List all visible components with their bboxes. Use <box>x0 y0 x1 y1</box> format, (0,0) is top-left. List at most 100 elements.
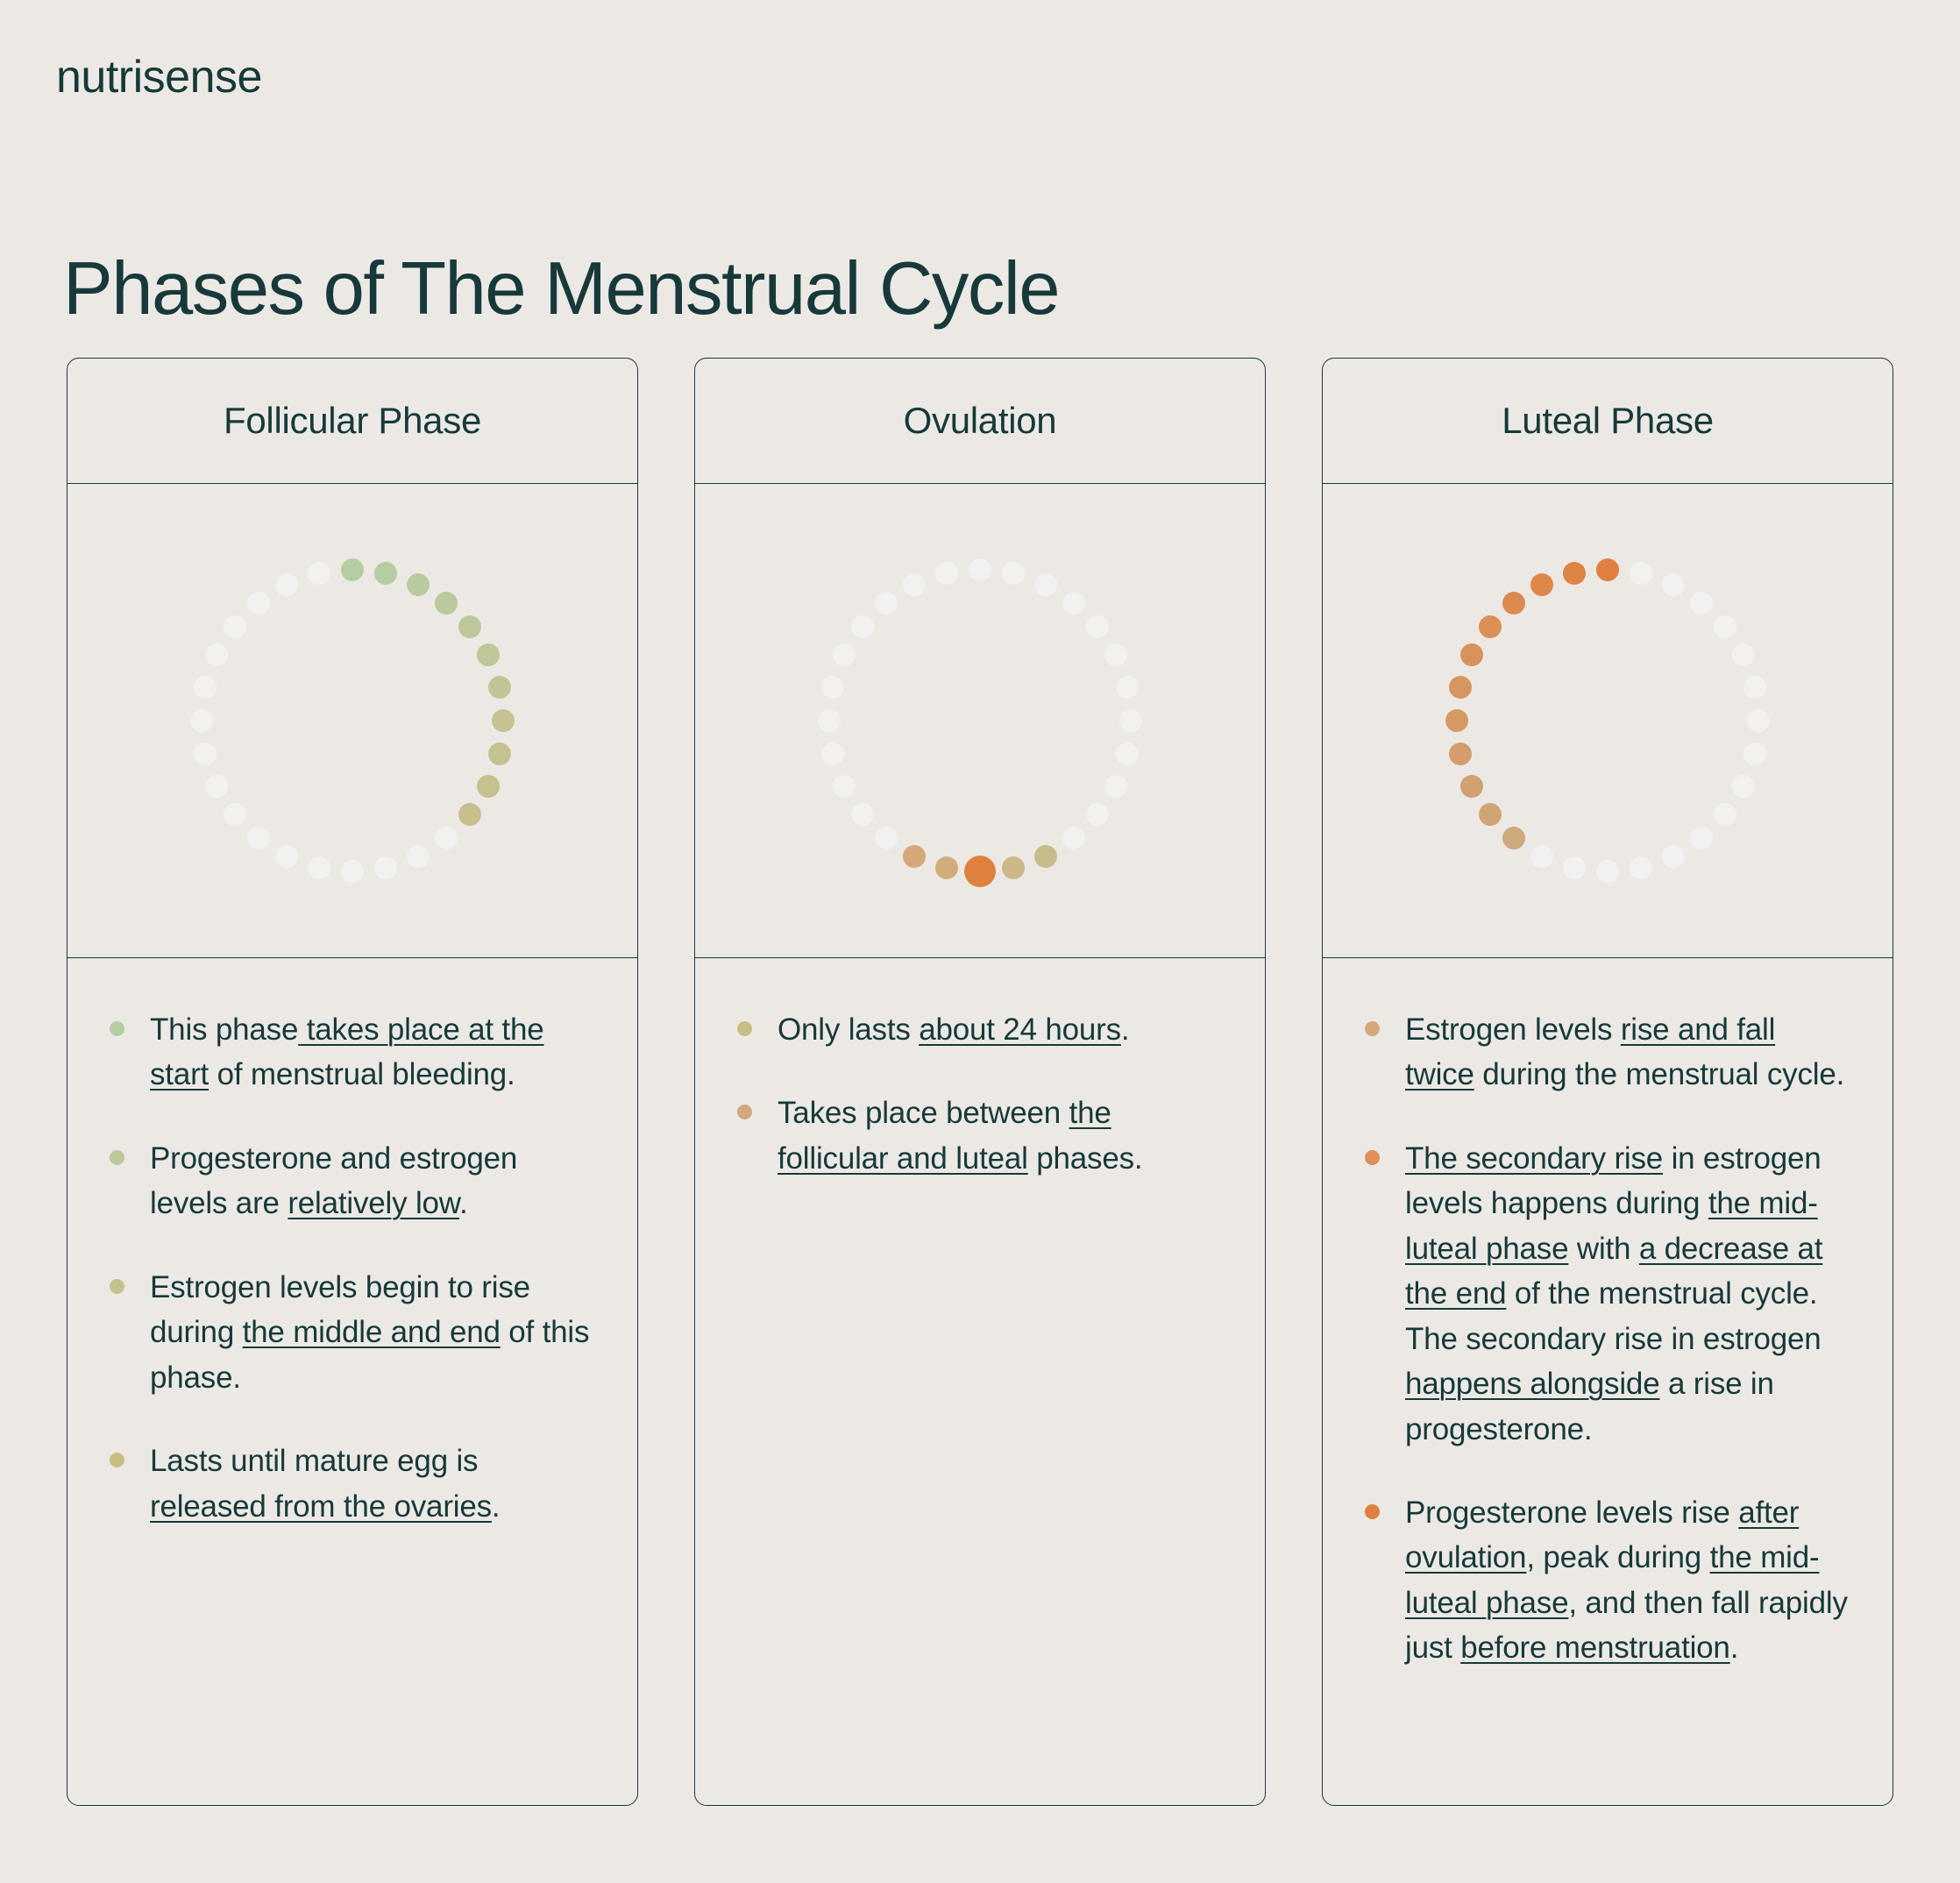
cycle-dot-inactive <box>205 774 229 798</box>
bullet-text: of menstrual bleeding. <box>209 1057 515 1092</box>
cycle-dot-inactive <box>190 709 213 732</box>
cycle-dot-inactive <box>850 803 874 827</box>
cycle-dot-inactive <box>406 844 430 868</box>
bullet-emphasis: happens alongside <box>1405 1367 1660 1402</box>
cycle-dot-inactive <box>307 856 330 879</box>
cycle-dot-inactive <box>435 827 458 850</box>
bullet-text: Progesterone and estrogen levels are <box>150 1140 518 1221</box>
cycle-dot-inactive <box>1690 827 1714 850</box>
cycle-dot-inactive <box>1086 615 1110 638</box>
bullet-text: of the menstrual cycle. The secondary ri… <box>1405 1276 1822 1356</box>
bullet-text: , and then fall rapidly just <box>1405 1585 1848 1666</box>
cycle-dot-active <box>406 573 430 597</box>
bullet-item: The secondary rise in estrogen levels ha… <box>1363 1136 1852 1452</box>
bullet-dot-icon <box>737 1105 752 1120</box>
cycle-dot-inactive <box>1743 743 1766 766</box>
cycle-dot-inactive <box>1104 643 1127 667</box>
bullet-text: This phase <box>150 1013 299 1047</box>
cycle-dot-inactive <box>205 643 229 667</box>
page-title: Phases of The Menstrual Cycle <box>63 246 1061 330</box>
cycle-dot-inactive <box>874 591 898 615</box>
bullet-list: Estrogen levels rise and fall twice duri… <box>1363 1007 1852 1671</box>
bullet-item: Progesterone levels rise after ovulation… <box>1363 1490 1852 1671</box>
cycle-dot-inactive <box>934 562 958 586</box>
bullet-text: Progesterone levels rise <box>1405 1495 1739 1530</box>
cycle-ring-graphic <box>1432 545 1783 896</box>
bullet-emphasis: the mid-luteal phase <box>1405 1186 1818 1266</box>
bullet-emphasis: a decrease at the end <box>1405 1231 1823 1311</box>
cycle-dot-inactive <box>969 558 991 581</box>
cycle-dot-inactive <box>223 615 246 638</box>
cycle-dot-inactive <box>1086 803 1110 827</box>
cycle-dot-inactive <box>1104 774 1127 798</box>
bullet-dot-icon <box>110 1278 124 1294</box>
cycle-dot-active <box>487 743 511 766</box>
cycle-dot-active <box>1445 709 1468 732</box>
cycle-dot-active <box>476 643 500 667</box>
card-header-follicular: Follicular Phase <box>67 359 637 484</box>
cycle-dot-active <box>458 803 482 827</box>
cycle-dot-inactive <box>194 675 217 699</box>
bullet-text: in estrogen levels happens during <box>1405 1140 1822 1221</box>
cycle-dot-active <box>1596 558 1619 581</box>
cycle-dot-inactive <box>1033 573 1057 597</box>
card-title: Luteal Phase <box>1502 400 1714 441</box>
cycle-dot-active <box>492 709 515 732</box>
cycle-dot-active <box>1478 615 1502 638</box>
bullet-emphasis: the follicular and luteal <box>778 1096 1111 1176</box>
cycle-dot-active <box>1033 844 1057 868</box>
bullet-text: phases. <box>1027 1140 1143 1176</box>
cycle-dot-active <box>1460 643 1484 667</box>
cycle-dot-inactive <box>1002 562 1026 586</box>
cycle-dot-active <box>435 591 458 615</box>
cycle-dot-active <box>476 774 500 798</box>
cycle-dot-inactive <box>1630 562 1653 586</box>
cycle-dot-active <box>1530 573 1554 597</box>
card-body-ovulation: Only lasts about 24 hours.Takes place be… <box>695 958 1265 1805</box>
cycle-dot-inactive <box>833 643 856 667</box>
bullet-dot-icon <box>110 1149 124 1165</box>
cycle-dot-inactive <box>246 591 270 615</box>
cycle-ring-graphic <box>805 545 1155 896</box>
cycle-dot-inactive <box>1062 827 1086 850</box>
bullet-dot-icon <box>110 1021 124 1036</box>
cycle-dot-active <box>458 615 482 638</box>
cycle-dot-inactive <box>246 827 270 850</box>
bullet-text: Estrogen levels begin to rise during <box>150 1269 530 1350</box>
cycle-dot-active <box>1449 675 1473 699</box>
card-header-luteal: Luteal Phase <box>1323 359 1893 484</box>
cycle-dot-active <box>1502 827 1525 850</box>
bullet-emphasis: the middle and end <box>242 1315 501 1350</box>
cycle-dot-inactive <box>1714 803 1737 827</box>
cycle-dot-inactive <box>1630 856 1653 879</box>
cycle-dot-inactive <box>223 803 246 827</box>
bullet-item: Estrogen levels begin to rise during the… <box>108 1265 597 1400</box>
bullet-list: This phase takes place at the start of m… <box>108 1007 597 1529</box>
bullet-item: Progesterone and estrogen levels are rel… <box>108 1136 597 1226</box>
cycle-dot-active <box>374 562 398 586</box>
cycle-dot-active <box>341 558 364 581</box>
card-graphic-follicular <box>67 484 637 958</box>
cycle-dot-inactive <box>194 743 217 766</box>
card-header-ovulation: Ovulation <box>695 359 1265 484</box>
card-body-follicular: This phase takes place at the start of m… <box>67 958 637 1805</box>
cycle-dot-active <box>934 856 958 879</box>
card-graphic-ovulation <box>695 484 1265 958</box>
cycle-dot-inactive <box>818 709 841 732</box>
cycle-dot-inactive <box>850 615 874 638</box>
bullet-emphasis: rise and fall twice <box>1405 1013 1776 1092</box>
cycle-dot-active <box>1449 743 1473 766</box>
cycle-dot-inactive <box>1731 643 1755 667</box>
bullet-list: Only lasts about 24 hours.Takes place be… <box>735 1007 1225 1181</box>
bullet-emphasis: the mid-luteal phase <box>1405 1540 1820 1620</box>
bullet-dot-icon <box>1365 1503 1380 1519</box>
bullet-dot-icon <box>1365 1021 1380 1036</box>
cycle-dot-active <box>903 844 927 868</box>
cycle-dot-inactive <box>874 827 898 850</box>
bullet-emphasis: after ovulation <box>1405 1495 1800 1575</box>
cycle-dot-active <box>1562 562 1586 586</box>
